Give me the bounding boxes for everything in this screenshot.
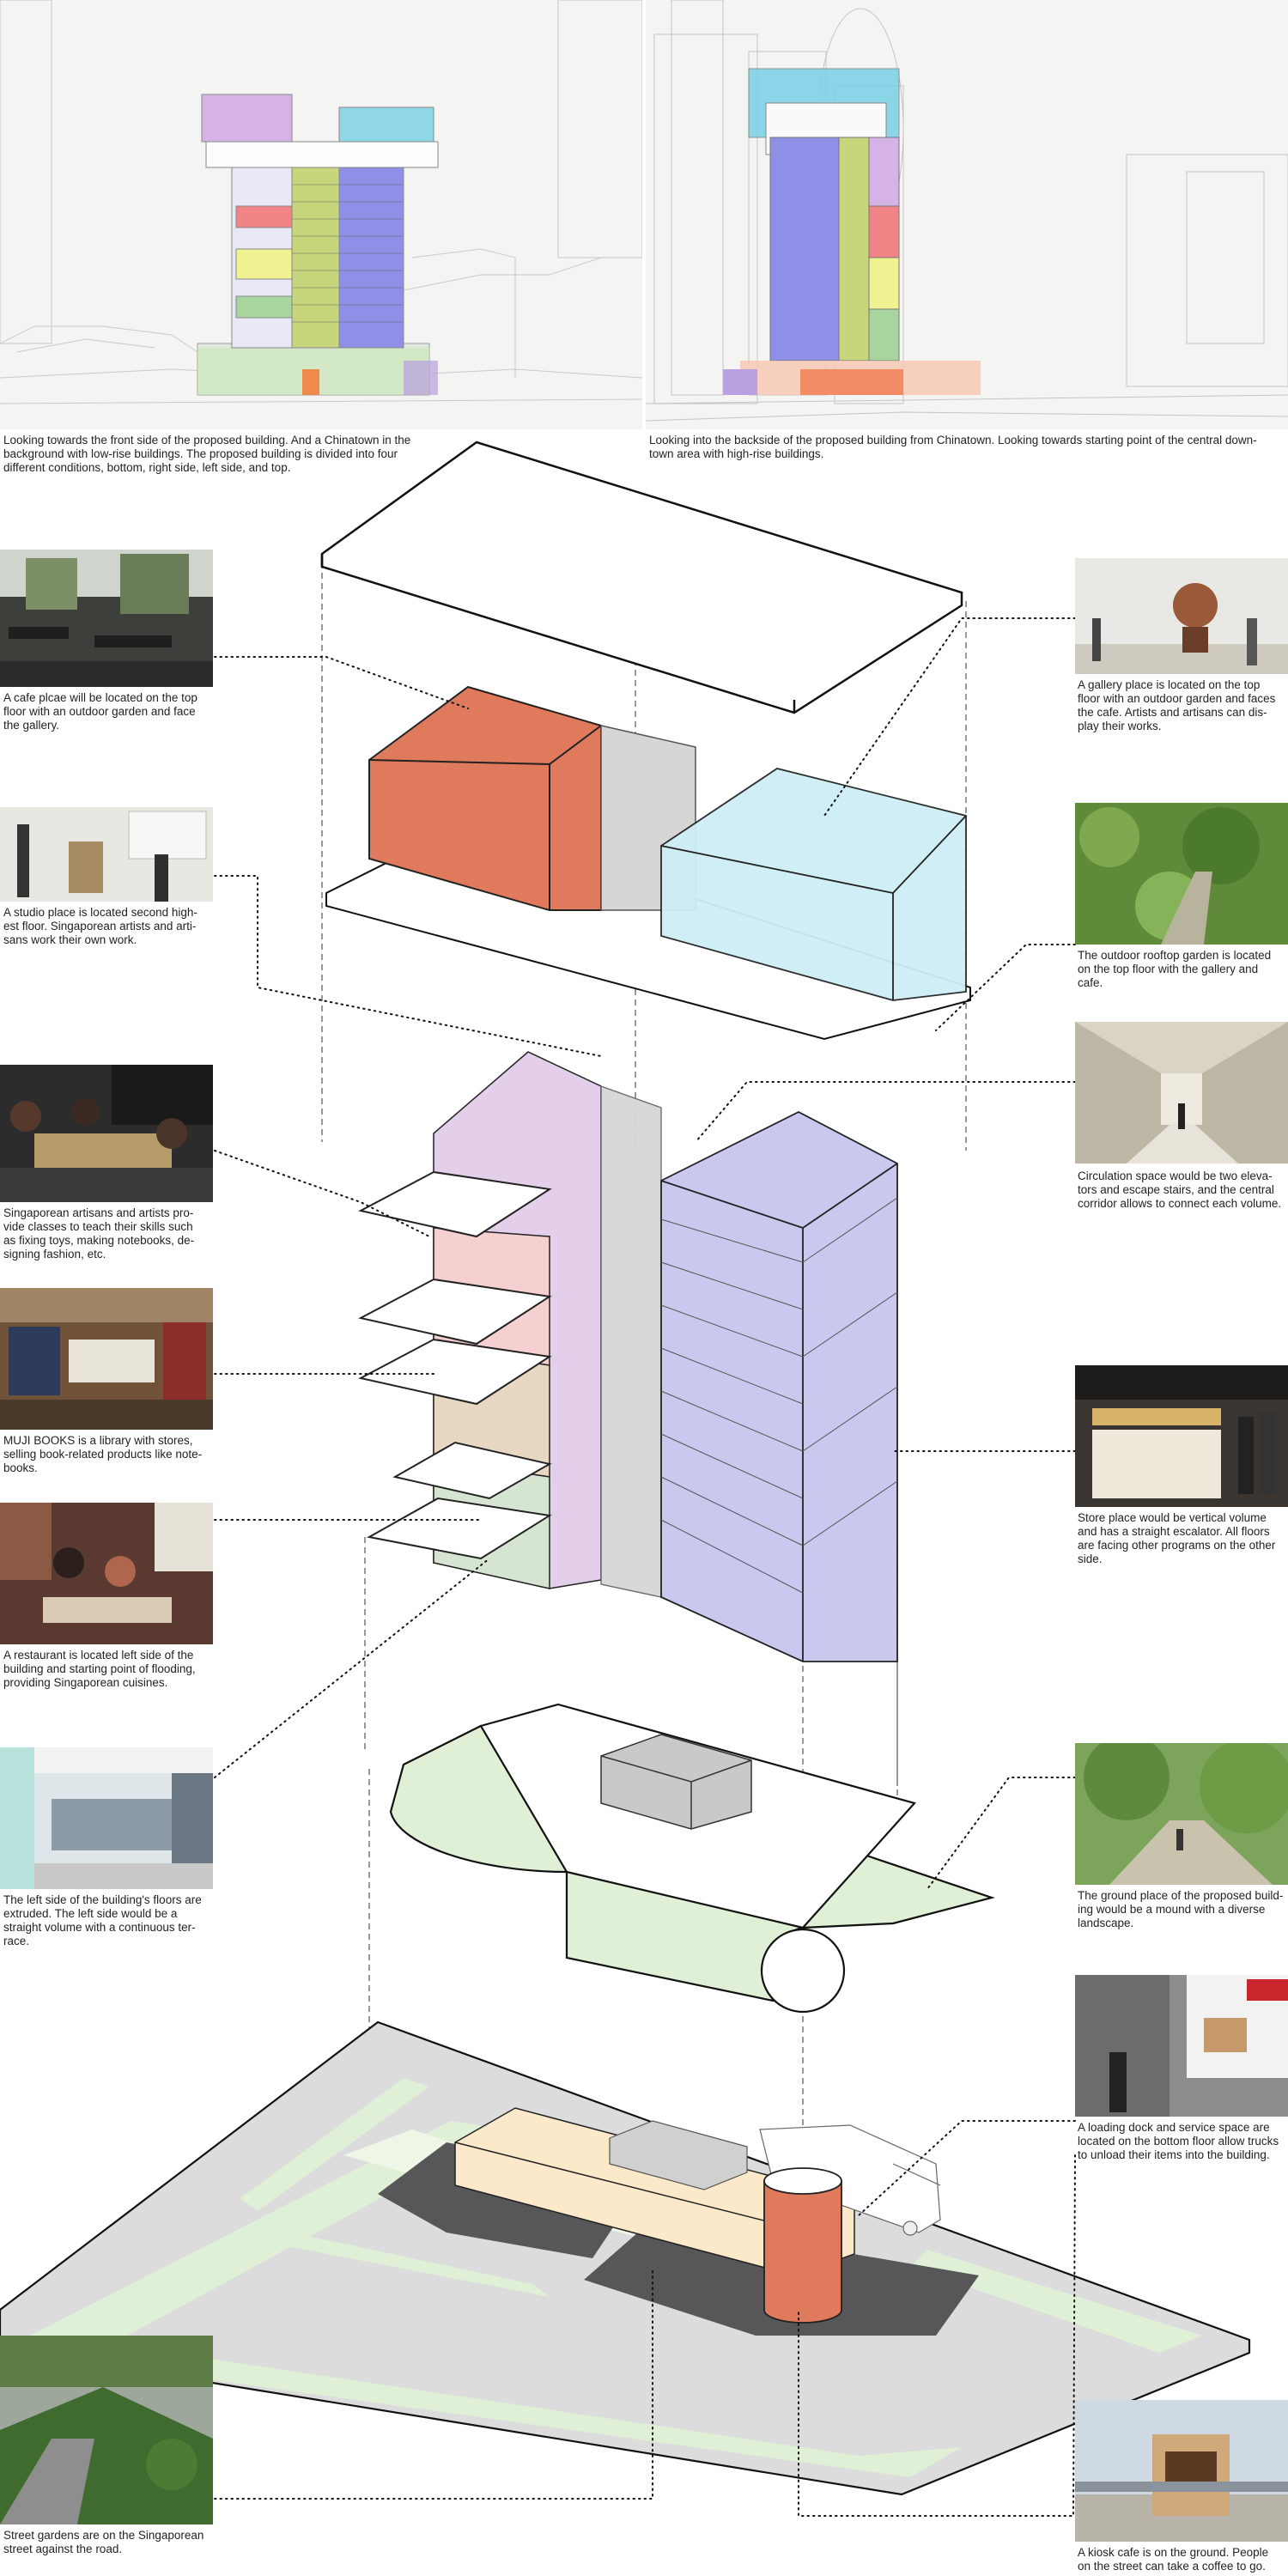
kiosk-cafe-caption: A kiosk cafe is on the ground. People on… [1078,2546,1288,2573]
terrace-photo [0,1747,213,1889]
classes-photo [0,1065,213,1202]
restaurant-photo [0,1503,213,1644]
store-volume [661,1112,897,1662]
restaurant-caption: A restaurant is located left side of the… [3,1649,218,1690]
gallery-photo [1075,558,1288,674]
classes-caption: Singaporean artisans and artists pro- vi… [3,1206,218,1261]
kiosk-cafe-photo [1075,2400,1288,2542]
terrace-caption: The left side of the building's floors a… [3,1893,218,1948]
muji-books-caption: MUJI BOOKS is a library with stores, sel… [3,1434,218,1475]
muji-books-photo [0,1288,213,1430]
kiosk-cafe [764,2168,841,2323]
core-volume [601,1086,661,1597]
ground-landscape-photo [1075,1743,1288,1885]
gallery-caption: A gallery place is located on the top fl… [1078,678,1288,733]
circulation-caption: Circulation space would be two eleva- to… [1078,1170,1288,1211]
studio-photo [0,807,213,902]
roof-slab [322,442,962,713]
studio-caption: A studio place is located second high- e… [3,906,218,947]
store-caption: Store place would be vertical volume and… [1078,1511,1288,1566]
cafe-caption: A cafe plcae will be located on the top … [3,691,218,732]
street-garden-photo [0,2336,213,2524]
circulation-photo [1075,1022,1288,1163]
loading-dock-photo [1075,1975,1288,2117]
rooftop-garden-photo [1075,803,1288,945]
cafe-photo [0,550,213,687]
ground-landscape-caption: The ground place of the proposed build- … [1078,1889,1288,1930]
loading-dock-caption: A loading dock and service space are loc… [1078,2121,1288,2162]
store-photo [1075,1365,1288,1507]
rooftop-garden-caption: The outdoor rooftop garden is located on… [1078,949,1288,990]
street-garden-caption: Street gardens are on the Singaporean st… [3,2529,218,2556]
